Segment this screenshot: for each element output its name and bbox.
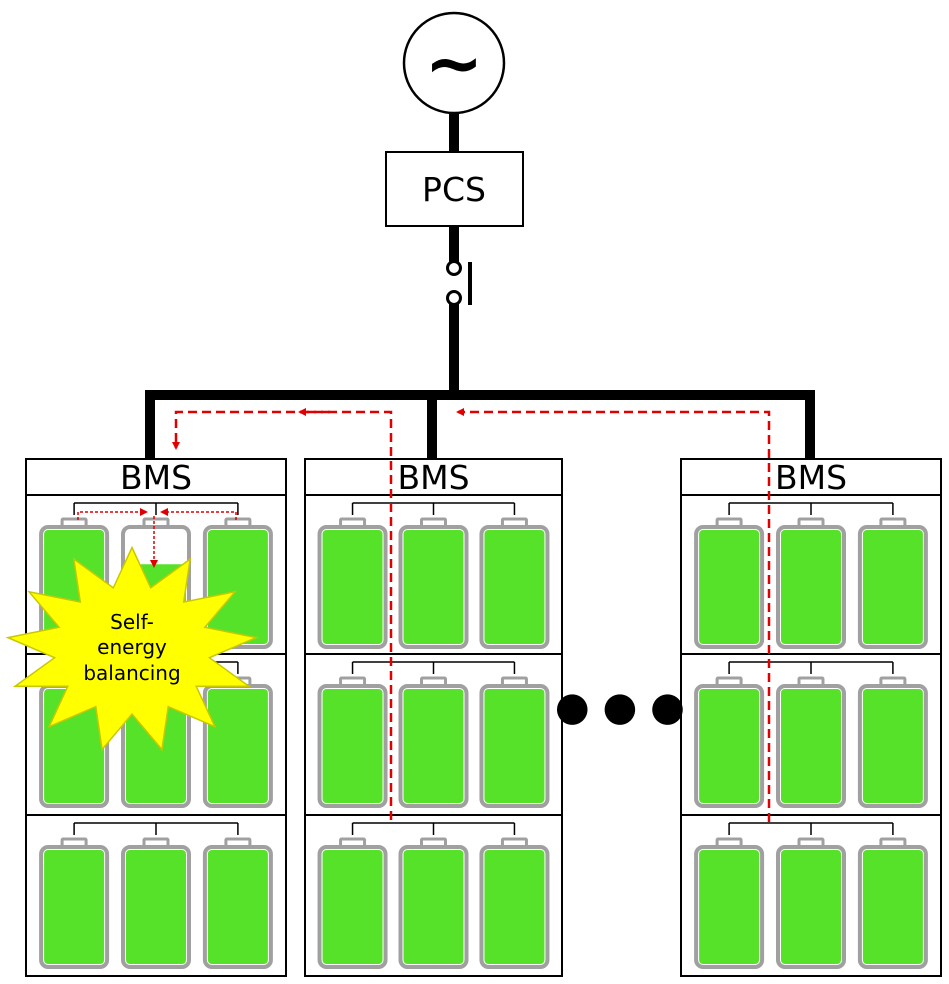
- racks: BMS BMS BMS: [25, 458, 942, 977]
- battery-cell: [694, 837, 765, 969]
- battery-charge: [207, 530, 268, 644]
- bms-label: BMS: [120, 458, 192, 497]
- cell-balancing-arrows: [77, 508, 237, 568]
- continuation-dots: ● ● ●: [555, 684, 685, 730]
- battery-charge: [403, 850, 464, 964]
- burst-line-2: energy: [97, 635, 167, 659]
- battery-cell: [776, 837, 846, 969]
- battery-cell: [857, 676, 928, 808]
- rack-2: BMS: [304, 458, 563, 977]
- battery-charge: [484, 530, 545, 644]
- battery-charge: [862, 530, 923, 644]
- battery-cell: [202, 676, 273, 808]
- battery-cell: [121, 837, 191, 969]
- burst-shape: [5, 545, 259, 752]
- ac-source: ~: [402, 11, 506, 115]
- burst-line-1: Self-: [110, 610, 154, 634]
- battery-cell: [39, 837, 110, 969]
- battery-charge: [699, 850, 760, 964]
- battery-cell: [398, 517, 469, 649]
- flow-path-rack2-to-rack1: [172, 410, 393, 820]
- battery-cell: [776, 676, 846, 808]
- battery-charge: [699, 689, 760, 803]
- battery-charge: [322, 530, 383, 644]
- battery-charge: [862, 689, 923, 803]
- flow-path-rack3-to-rack2: [456, 408, 771, 822]
- battery-cell: [479, 837, 550, 969]
- battery-module: [694, 502, 928, 649]
- battery-cell: [398, 676, 469, 808]
- distribution-bus: [145, 390, 815, 460]
- battery-charge: [484, 850, 545, 964]
- battery-charge: [403, 689, 464, 803]
- pcs-block: PCS: [385, 151, 524, 227]
- battery-cell: [694, 676, 765, 808]
- energy-flow-paths: [172, 408, 771, 822]
- battery-charge: [126, 850, 186, 964]
- battery-charge: [322, 850, 383, 964]
- pcs-label: PCS: [422, 170, 486, 209]
- battery-cell: [479, 517, 550, 649]
- battery-cell: [857, 517, 928, 649]
- battery-cell: [317, 517, 388, 649]
- battery-module: [305, 653, 562, 808]
- battery-cell: [694, 517, 765, 649]
- battery-module: [317, 502, 550, 649]
- burst-line-3: balancing: [83, 661, 180, 685]
- battery-charge: [44, 850, 105, 964]
- battery-charge: [781, 850, 841, 964]
- battery-cell: [202, 517, 273, 649]
- battery-charge: [322, 689, 383, 803]
- battery-charge: [207, 850, 268, 964]
- battery-cell: [317, 676, 388, 808]
- battery-module: [305, 814, 562, 969]
- battery-cell: [317, 837, 388, 969]
- battery-charge: [699, 530, 760, 644]
- self-energy-balancing-burst: Self- energy balancing: [5, 545, 259, 752]
- battery-charge: [484, 689, 545, 803]
- pcs-box: [385, 151, 524, 227]
- battery-cell: [776, 517, 846, 649]
- bms-label: BMS: [775, 458, 847, 497]
- bms-label: BMS: [397, 458, 469, 497]
- battery-module: [26, 814, 286, 969]
- battery-charge: [862, 850, 923, 964]
- battery-cell: [857, 837, 928, 969]
- battery-charge: [781, 530, 841, 644]
- battery-cell: [202, 837, 273, 969]
- battery-charge: [781, 689, 841, 803]
- battery-charge: [207, 689, 268, 803]
- battery-module: [681, 814, 941, 969]
- breaker-icon: [446, 260, 472, 306]
- rack-1: BMS: [25, 458, 287, 977]
- ac-symbol: ~: [425, 22, 484, 104]
- rack-3: BMS: [680, 458, 942, 977]
- battery-cell: [398, 837, 469, 969]
- battery-charge: [403, 530, 464, 644]
- battery-cell: [479, 676, 550, 808]
- battery-module: [681, 653, 941, 808]
